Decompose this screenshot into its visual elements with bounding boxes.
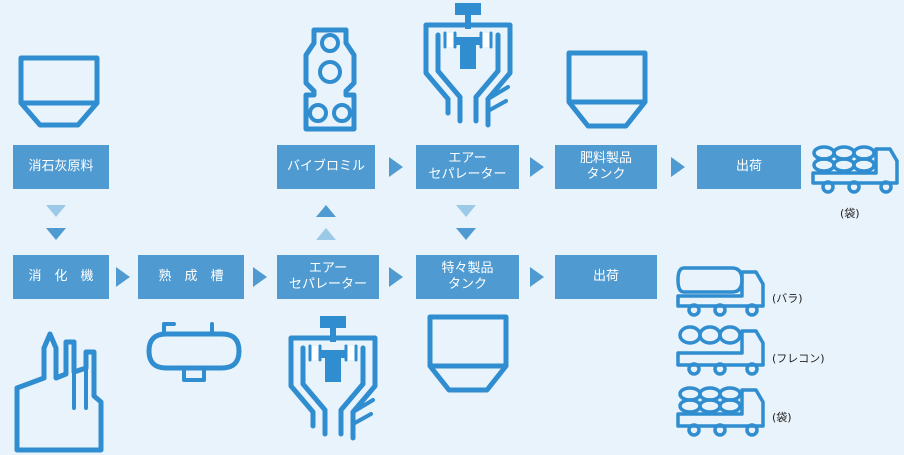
box-air-separator-bottom: エアー セパレーター	[277, 255, 379, 299]
arrow-right	[253, 267, 267, 287]
truck-label-bulk: (バラ)	[772, 292, 803, 305]
truck-bulk-icon	[676, 266, 765, 317]
box-air-separator-top: エアー セパレーター	[416, 145, 519, 189]
arrow-down	[456, 228, 476, 240]
box-aging-tank: 熟 成 槽	[138, 255, 244, 299]
arrow-right	[671, 157, 685, 177]
arrow-up	[316, 205, 336, 217]
box-special-tank: 特々製品 タンク	[416, 255, 519, 299]
truck-label-flecon: (フレコン)	[772, 352, 825, 365]
truck-label-top: (袋)	[840, 207, 860, 220]
arrow-right	[530, 157, 544, 177]
box-slaker: 消 化 機	[13, 255, 109, 299]
box-shipping-top: 出荷	[697, 145, 801, 189]
arrow-up	[316, 228, 336, 240]
arrow-right	[530, 267, 544, 287]
box-fertilizer-tank: 肥料製品 タンク	[555, 145, 657, 189]
truck-bag-icon	[811, 145, 899, 194]
air-separator-icon	[288, 316, 378, 441]
arrow-right	[116, 267, 130, 287]
vibro-mill-icon	[303, 27, 357, 132]
box-raw-material: 消石灰原料	[13, 145, 109, 189]
hopper-icon	[427, 314, 509, 393]
truck-label-bag: (袋)	[772, 411, 792, 424]
hopper-icon	[18, 55, 100, 128]
truck-flecon-icon	[676, 325, 765, 376]
air-separator-icon	[423, 3, 513, 128]
arrow-down	[46, 228, 66, 240]
arrow-down	[456, 205, 476, 217]
arrow-down	[46, 205, 66, 217]
hopper-icon	[566, 50, 648, 129]
slaker-plant-icon	[14, 331, 104, 453]
box-shipping-bottom: 出荷	[555, 255, 657, 299]
arrow-right	[389, 267, 403, 287]
arrow-right	[389, 157, 403, 177]
box-vibro-mill: バイブロミル	[277, 145, 375, 189]
aging-tank-icon	[146, 322, 242, 382]
truck-bag-icon	[676, 386, 765, 437]
